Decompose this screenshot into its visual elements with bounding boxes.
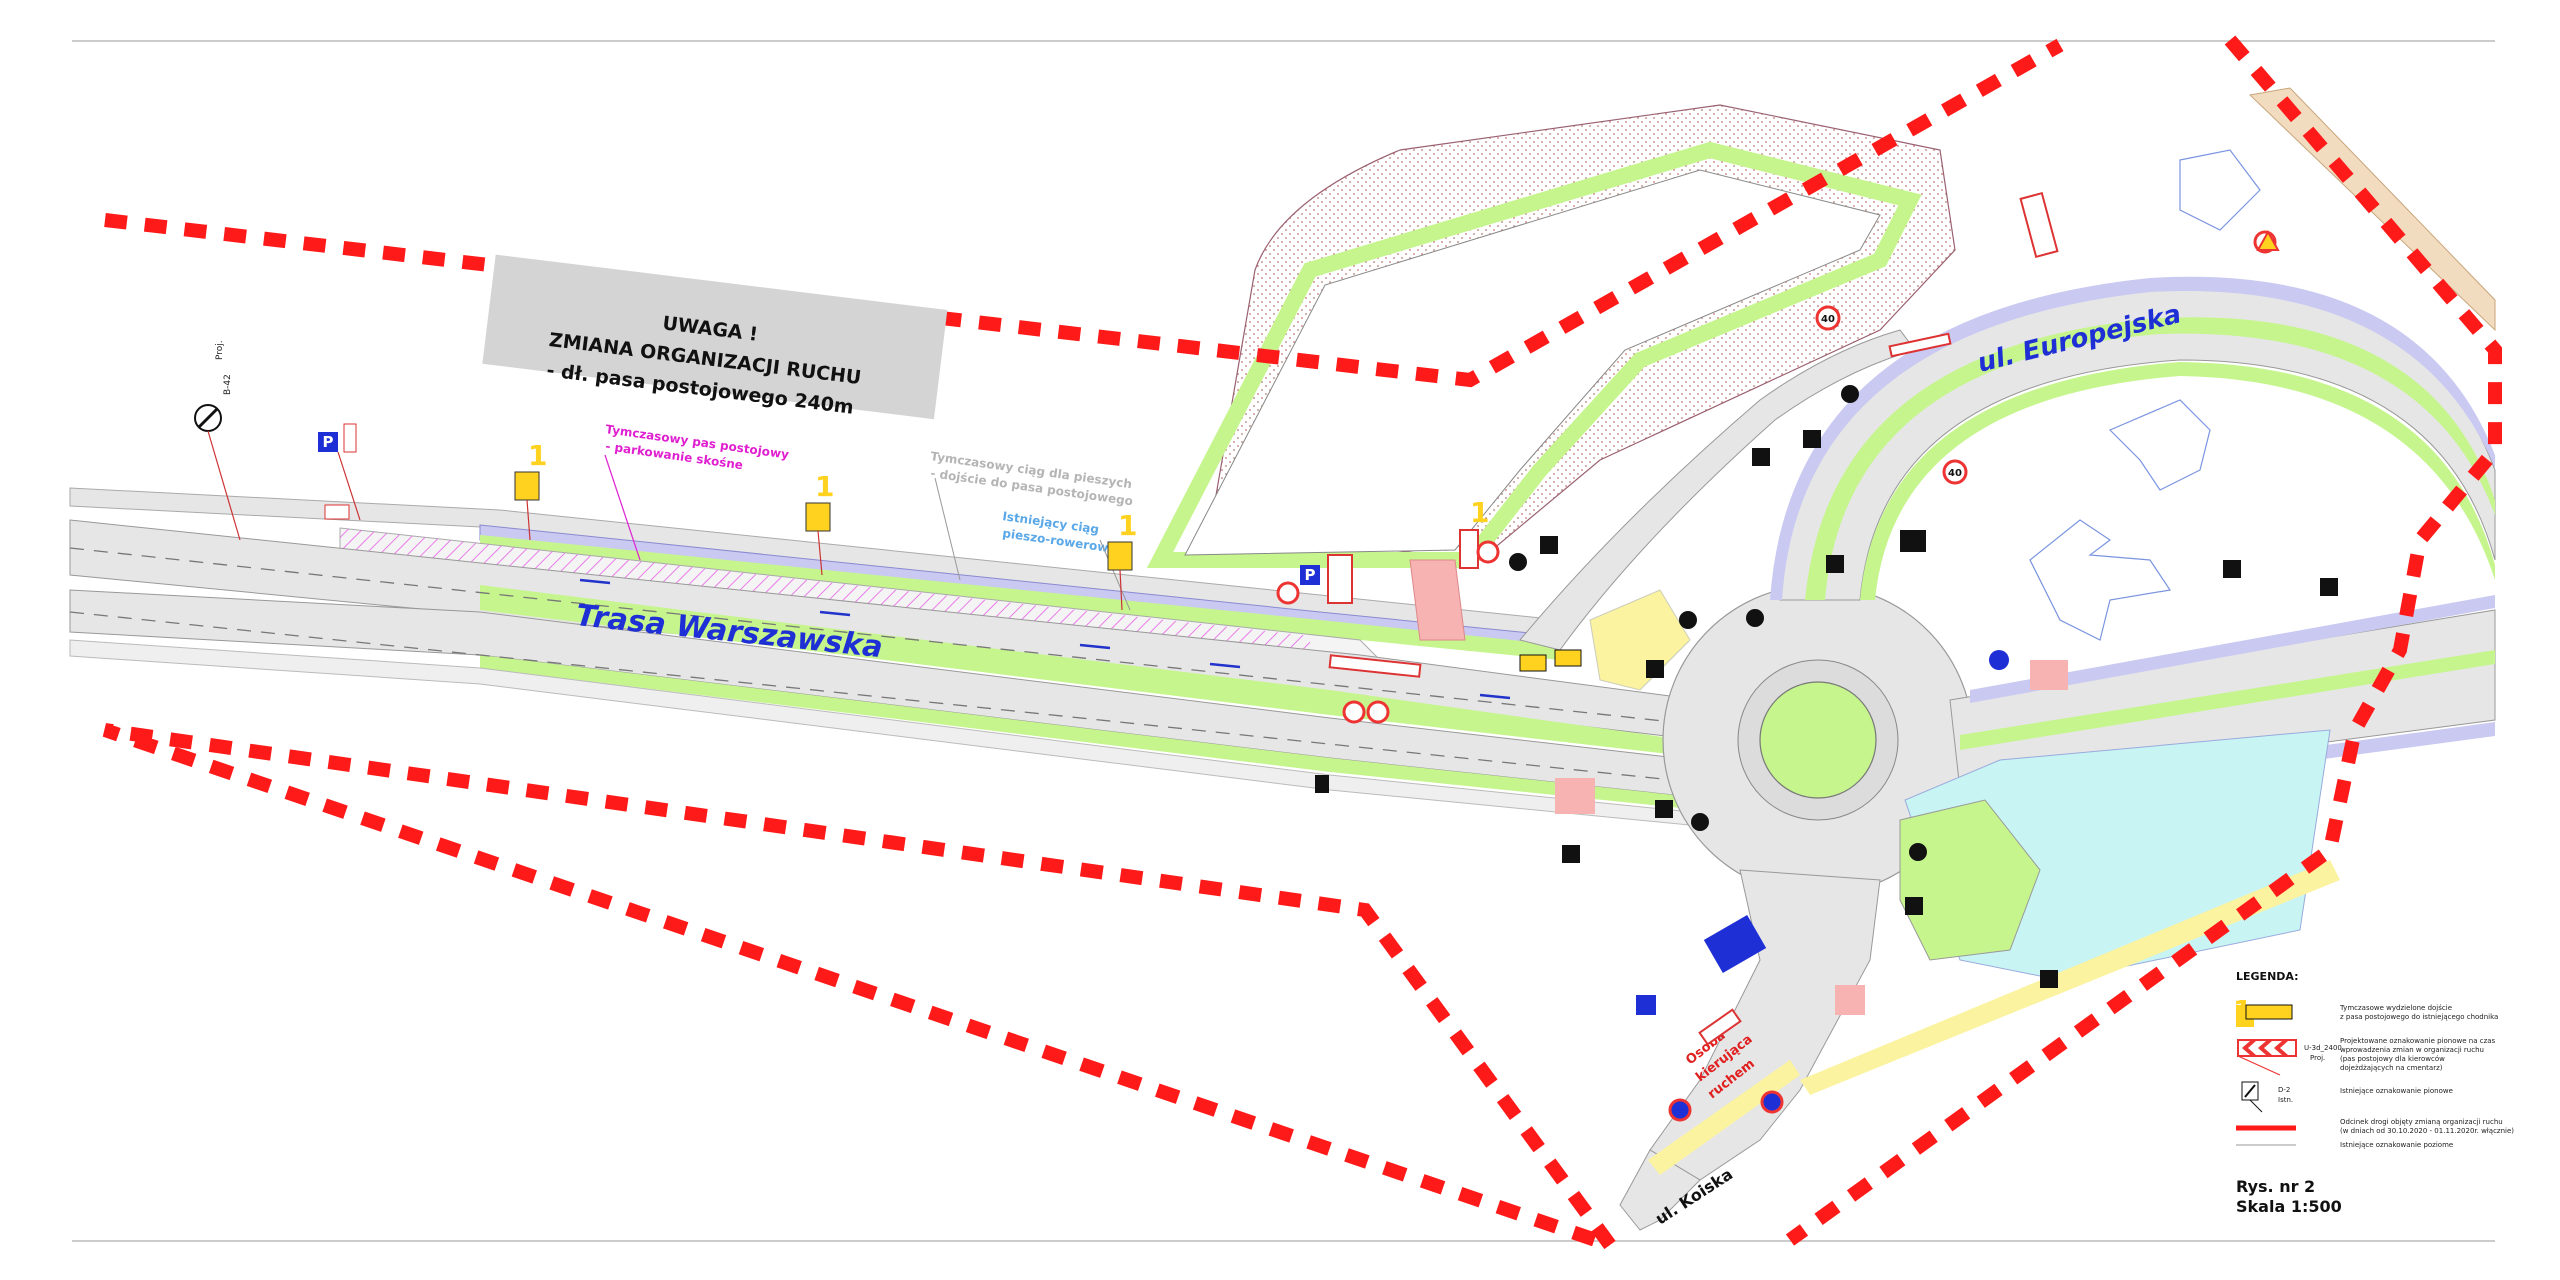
svg-text:40: 40	[1821, 314, 1835, 325]
koiska-yellow-strip	[1648, 1060, 1800, 1175]
traffic-signs-triangle	[2256, 229, 2280, 251]
info-sign-blue	[1636, 915, 1767, 1015]
koiska-road	[1649, 869, 1881, 1181]
svg-text:40: 40	[1948, 468, 1962, 479]
pink-crossing-1	[1409, 559, 1466, 641]
sheet-number: Rys. nr 2	[2236, 1177, 2315, 1196]
legend-row-4: Odcinek drogi objęty zmianą organizacji …	[2236, 1118, 2514, 1135]
koiska-sidewalk	[1619, 1149, 1701, 1231]
trasa-median	[480, 585, 1720, 760]
svg-text:1: 1	[1118, 509, 1137, 542]
temp-access-marker-3: 1	[1107, 509, 1137, 611]
speed-limit-sign-2: 40	[1942, 459, 1968, 485]
legend-item-2-label: Projektowane oznakowanie pionowe na czas…	[2340, 1037, 2496, 1072]
legend-item-3-sign: D-2	[2278, 1086, 2290, 1094]
sheet-scale: Skala 1:500	[2236, 1197, 2342, 1216]
parking-sign-center: P	[1300, 565, 1320, 585]
trasa-east-bike	[1970, 595, 2495, 703]
trasa-lane-line-2	[69, 611, 1721, 786]
svg-text:P: P	[1305, 566, 1316, 584]
sign-b42-sublabel: Proj.	[215, 340, 225, 360]
cemetery-green-path	[1146, 141, 1922, 568]
temp-access-marker-2: 1	[805, 470, 834, 576]
traffic-signs-square	[1315, 430, 2338, 988]
parking-hatch	[340, 528, 1310, 654]
parking-green-se	[1899, 799, 2041, 961]
roundabout-island	[1759, 681, 1877, 799]
legend-row-2: U-3d_2400 Proj. Projektowane oznakowanie…	[2237, 1037, 2496, 1076]
legend-title: LEGENDA:	[2236, 970, 2299, 983]
warning-banner	[482, 254, 948, 420]
yellow-walk-north	[1589, 589, 1691, 691]
legend-item-2-sign-sub: Proj.	[2310, 1054, 2325, 1062]
legend-item-2-sign: U-3d_2400	[2304, 1044, 2342, 1052]
slip-road-nw	[1519, 329, 1916, 651]
leader-lines	[604, 454, 641, 561]
trasa-grass-north	[480, 535, 1560, 660]
sidewalk-yellow-se	[1800, 860, 2340, 1095]
svg-text:1: 1	[1470, 496, 1489, 529]
traffic-signs-round	[1276, 230, 2277, 1122]
legend-item-4-label: Odcinek drogi objęty zmianą organizacji …	[2340, 1118, 2514, 1135]
temp-access-marker-4: 1	[1470, 496, 1489, 529]
parking-sign-left: P	[318, 423, 361, 521]
barrier-chevrons	[324, 191, 2059, 1046]
sign-b42	[194, 404, 241, 541]
svg-text:1: 1	[528, 439, 547, 472]
legend-row-3: D-2 Istn. Istniejące oznakowanie pionowe	[2241, 1081, 2453, 1113]
legend-item-3-label: Istniejące oznakowanie pionowe	[2340, 1087, 2453, 1095]
cemetery-inner	[1184, 169, 1881, 556]
trasa-east-median	[1960, 650, 2495, 750]
trasa-lane-line	[69, 547, 1701, 726]
building-outlines	[2029, 149, 2261, 641]
pink-crossing-3	[2030, 660, 2068, 690]
lane-arrows	[579, 578, 1511, 700]
svg-text:1: 1	[815, 470, 834, 503]
legend-item-3-sign-sub: Istn.	[2278, 1096, 2293, 1104]
svg-text:P: P	[323, 433, 334, 451]
legend-row-5: Istniejące oznakowanie poziome	[2236, 1141, 2453, 1149]
leader-lines-grey	[934, 477, 1131, 611]
temp-access-marker-1: 1	[514, 439, 547, 541]
pink-crossing-2	[1555, 778, 1595, 814]
speed-limit-sign-1: 40	[1815, 305, 1841, 331]
trasa-grass-south	[480, 655, 1720, 812]
pink-crossing-4	[1835, 985, 1865, 1015]
sign-b42-label: B-42	[223, 374, 233, 395]
legend-item-5-label: Istniejące oznakowanie poziome	[2340, 1141, 2453, 1149]
